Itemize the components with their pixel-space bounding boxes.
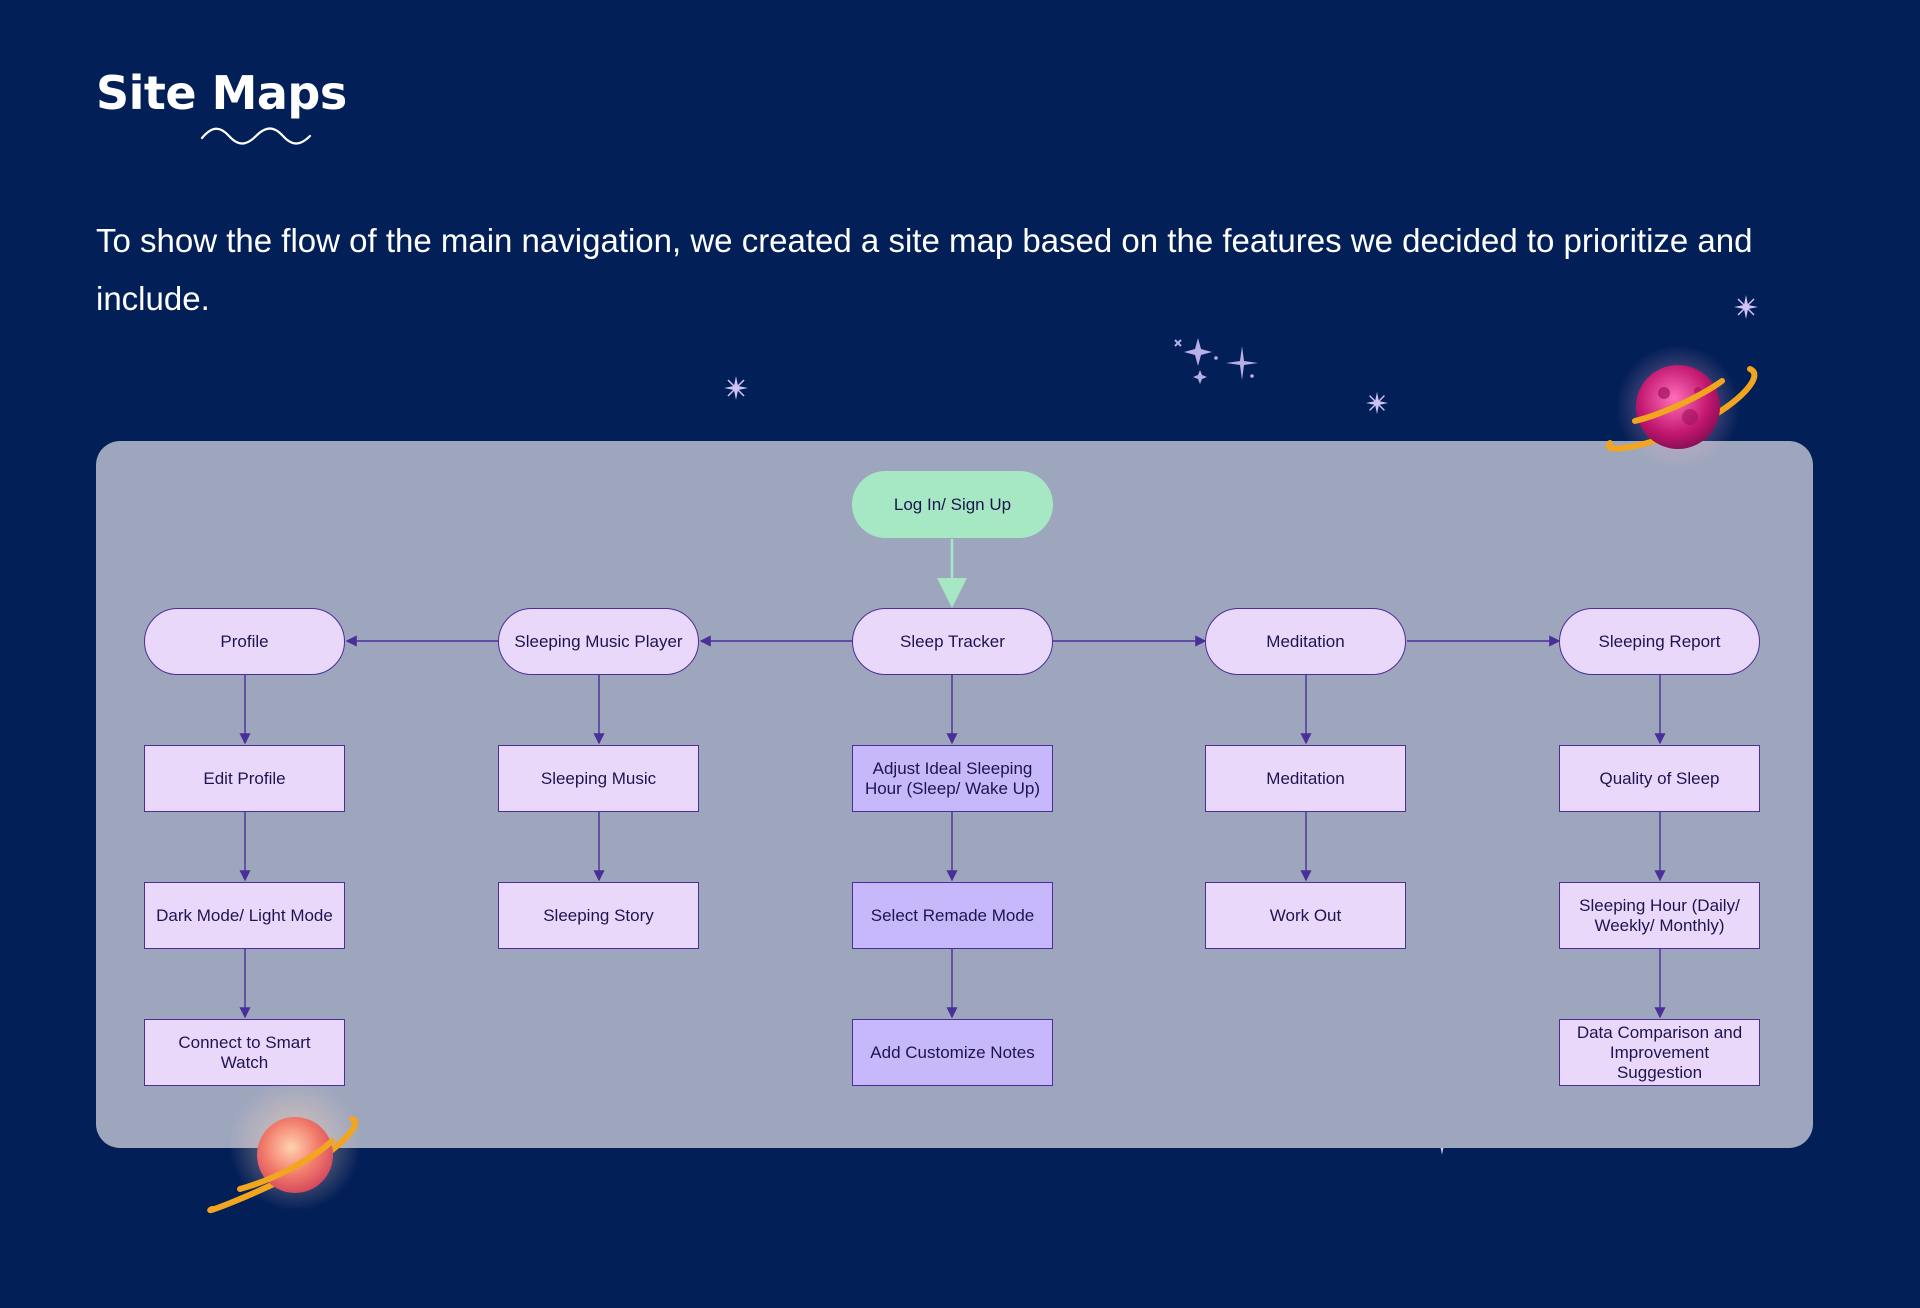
sparkle-icon	[1734, 295, 1758, 319]
planet-icon	[207, 1085, 361, 1214]
node-data-comparison: Data Comparison and Improvement Suggesti…	[1559, 1019, 1760, 1086]
node-meditation: Meditation	[1205, 608, 1406, 675]
planet-icon	[1605, 345, 1758, 469]
node-sleeping-hour: Sleeping Hour (Daily/ Weekly/ Monthly)	[1559, 882, 1760, 949]
page-title: Site Maps	[96, 66, 347, 120]
node-login-signup: Log In/ Sign Up	[852, 471, 1053, 538]
node-sleeping-music: Sleeping Music	[498, 745, 699, 812]
sparkle-icon	[724, 376, 748, 400]
squiggle-underline	[200, 127, 312, 145]
node-select-remade-mode: Select Remade Mode	[852, 882, 1053, 949]
node-edit-profile: Edit Profile	[144, 745, 345, 812]
sparkle-cluster-icon	[1174, 338, 1258, 384]
connector-lines	[239, 539, 1666, 1019]
intro-text: To show the flow of the main navigation,…	[96, 222, 1753, 317]
node-adjust-ideal-sleeping-hour: Adjust Ideal Sleeping Hour (Sleep/ Wake …	[852, 745, 1053, 812]
node-add-customize-notes: Add Customize Notes	[852, 1019, 1053, 1086]
node-sleeping-story: Sleeping Story	[498, 882, 699, 949]
node-meditation-sub: Meditation	[1205, 745, 1406, 812]
node-work-out: Work Out	[1205, 882, 1406, 949]
sitemap-panel: Log In/ Sign Up Profile Sleeping Music P…	[96, 441, 1813, 1148]
node-connect-smart-watch: Connect to Smart Watch	[144, 1019, 345, 1086]
node-sleep-tracker: Sleep Tracker	[852, 608, 1053, 675]
node-quality-of-sleep: Quality of Sleep	[1559, 745, 1760, 812]
node-profile: Profile	[144, 608, 345, 675]
node-dark-light-mode: Dark Mode/ Light Mode	[144, 882, 345, 949]
sparkle-icon	[1365, 391, 1389, 415]
node-sleeping-music-player: Sleeping Music Player	[498, 608, 699, 675]
node-sleeping-report: Sleeping Report	[1559, 608, 1760, 675]
